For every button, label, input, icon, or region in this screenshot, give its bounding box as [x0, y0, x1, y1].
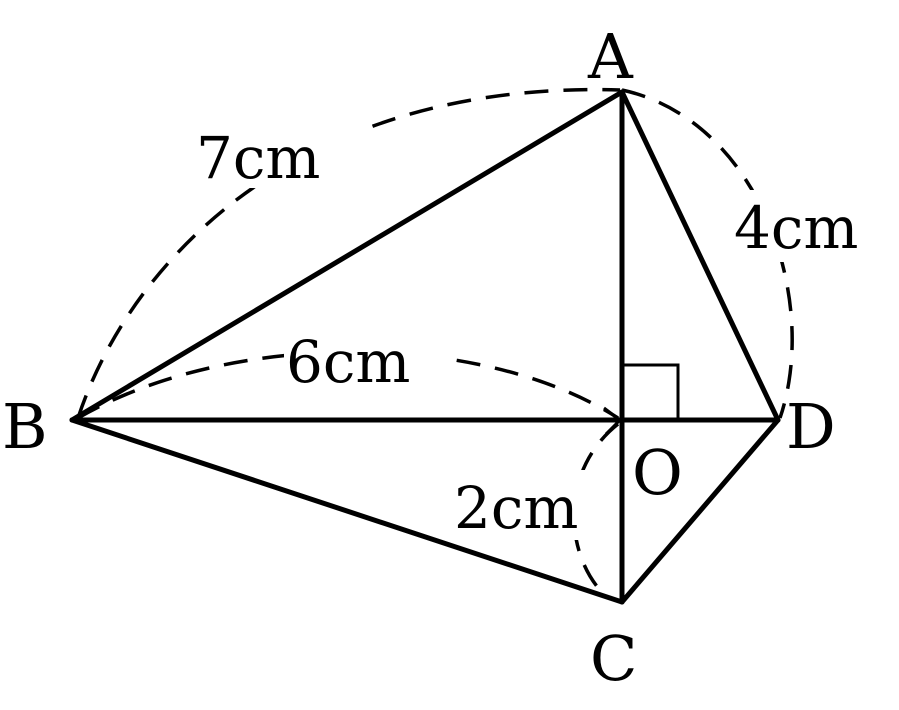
- point-label-o: O: [632, 436, 683, 509]
- arc-ba: [76, 87, 621, 419]
- length-label-ad: 4cm: [734, 194, 858, 262]
- right-angle-marker: [622, 363, 680, 420]
- point-label-c: C: [590, 622, 637, 695]
- point-label-d: D: [786, 390, 836, 463]
- label-bg-ad: [732, 190, 896, 262]
- point-label-b: B: [2, 390, 48, 463]
- length-label-ba: 7cm: [196, 124, 320, 192]
- edge-ad: [619, 89, 781, 423]
- edge-ab: [69, 89, 625, 423]
- length-label-oc: 2cm: [454, 474, 578, 542]
- point-label-a: A: [587, 20, 634, 93]
- label-bg-bo: [284, 325, 450, 391]
- edge-cd: [619, 417, 781, 605]
- length-label-bo: 6cm: [286, 328, 410, 396]
- label-bg-ba: [192, 112, 360, 188]
- label-bg-oc: [452, 470, 616, 540]
- edge-bc: [69, 417, 625, 605]
